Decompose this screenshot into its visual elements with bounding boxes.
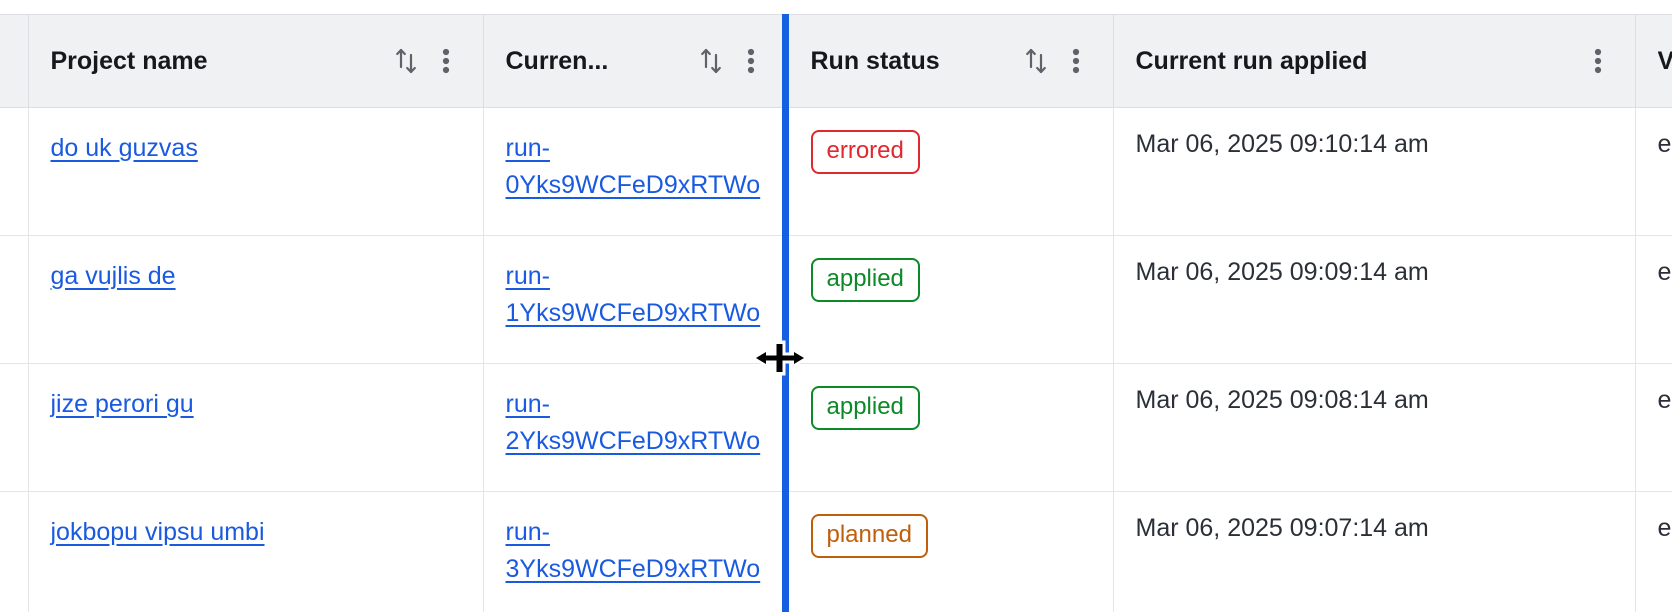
project-name-link[interactable]: do uk guzvas — [50, 134, 198, 162]
cell-current-run[interactable]: run-1Yks9WCFeD9xRTWo — [483, 235, 789, 364]
cell-truncated-next: e — [1635, 235, 1672, 364]
column-options-kebab-icon[interactable] — [1061, 43, 1091, 79]
table-row[interactable]: jize perori gu run-2Yks9WCFeD9xRTWo appl… — [0, 363, 1672, 492]
column-header-current-run[interactable]: Curren... — [483, 14, 789, 108]
cell-current-run-applied: Mar 06, 2025 09:07:14 am — [1113, 491, 1636, 612]
truncated-cell-text: e — [1657, 258, 1672, 286]
cell-project-name[interactable]: jokbopu vipsu umbi — [28, 491, 484, 612]
current-run-link[interactable]: run-2Yks9WCFeD9xRTWo — [505, 390, 761, 455]
column-resize-indicator[interactable] — [782, 14, 789, 612]
status-badge: planned — [810, 514, 928, 558]
column-header-label-current-run-applied: Current run applied — [1135, 46, 1368, 75]
column-header-gutter — [0, 14, 29, 108]
cell-current-run-applied: Mar 06, 2025 09:09:14 am — [1113, 235, 1636, 364]
cell-current-run[interactable]: run-0Yks9WCFeD9xRTWo — [483, 107, 789, 236]
applied-timestamp: Mar 06, 2025 09:10:14 am — [1135, 130, 1429, 158]
table-body: do uk guzvas run-0Yks9WCFeD9xRTWo errore… — [0, 107, 1672, 612]
applied-timestamp: Mar 06, 2025 09:07:14 am — [1135, 514, 1429, 542]
cell-current-run[interactable]: run-3Yks9WCFeD9xRTWo — [483, 491, 789, 612]
truncated-cell-text: e — [1657, 130, 1672, 158]
header-row: Project name — [0, 14, 1672, 108]
applied-timestamp: Mar 06, 2025 09:09:14 am — [1135, 258, 1429, 286]
column-header-label-truncated-next: V — [1658, 47, 1672, 76]
sort-icon[interactable] — [1021, 43, 1051, 79]
cell-project-name[interactable]: jize perori gu — [28, 363, 484, 492]
cell-current-run-applied: Mar 06, 2025 09:08:14 am — [1113, 363, 1636, 492]
table-row[interactable]: do uk guzvas run-0Yks9WCFeD9xRTWo errore… — [0, 107, 1672, 236]
table-row[interactable]: ga vujlis de run-1Yks9WCFeD9xRTWo applie… — [0, 235, 1672, 364]
cell-truncated-next: e — [1635, 491, 1672, 612]
current-run-link[interactable]: run-0Yks9WCFeD9xRTWo — [505, 134, 761, 199]
row-gutter-cell — [0, 491, 29, 612]
column-header-current-run-applied[interactable]: Current run applied — [1113, 14, 1636, 108]
projects-table: Project name — [0, 14, 1672, 612]
truncated-cell-text: e — [1657, 514, 1672, 542]
status-badge: applied — [810, 258, 920, 302]
column-header-truncated-next[interactable]: V — [1635, 14, 1672, 108]
project-name-link[interactable]: jize perori gu — [50, 390, 194, 418]
sort-icon[interactable] — [696, 43, 726, 79]
cell-run-status: errored — [788, 107, 1114, 236]
project-name-link[interactable]: jokbopu vipsu umbi — [50, 518, 265, 546]
sort-icon[interactable] — [391, 43, 421, 79]
table-header: Project name — [0, 14, 1672, 108]
cell-run-status: planned — [788, 491, 1114, 612]
cell-run-status: applied — [788, 363, 1114, 492]
column-header-label-current-run: Curren... — [505, 46, 609, 75]
cell-current-run[interactable]: run-2Yks9WCFeD9xRTWo — [483, 363, 789, 492]
column-options-kebab-icon[interactable] — [1583, 43, 1613, 79]
row-gutter-cell — [0, 363, 29, 492]
applied-timestamp: Mar 06, 2025 09:08:14 am — [1135, 386, 1429, 414]
row-gutter-cell — [0, 235, 29, 364]
cell-truncated-next: e — [1635, 107, 1672, 236]
column-options-kebab-icon[interactable] — [736, 43, 766, 79]
cell-truncated-next: e — [1635, 363, 1672, 492]
column-header-run-status[interactable]: Run status — [788, 14, 1114, 108]
cell-run-status: applied — [788, 235, 1114, 364]
status-badge: applied — [810, 386, 920, 430]
current-run-link[interactable]: run-1Yks9WCFeD9xRTWo — [505, 262, 761, 327]
cell-project-name[interactable]: ga vujlis de — [28, 235, 484, 364]
truncated-cell-text: e — [1657, 386, 1672, 414]
column-header-label-run-status: Run status — [810, 46, 940, 75]
project-name-link[interactable]: ga vujlis de — [50, 262, 176, 290]
cell-project-name[interactable]: do uk guzvas — [28, 107, 484, 236]
status-badge: errored — [810, 130, 920, 174]
table-row[interactable]: jokbopu vipsu umbi run-3Yks9WCFeD9xRTWo … — [0, 491, 1672, 612]
row-gutter-cell — [0, 107, 29, 236]
current-run-link[interactable]: run-3Yks9WCFeD9xRTWo — [505, 518, 761, 583]
cell-current-run-applied: Mar 06, 2025 09:10:14 am — [1113, 107, 1636, 236]
column-header-label-project-name: Project name — [50, 46, 208, 75]
column-options-kebab-icon[interactable] — [431, 43, 461, 79]
column-header-project-name[interactable]: Project name — [28, 14, 484, 108]
